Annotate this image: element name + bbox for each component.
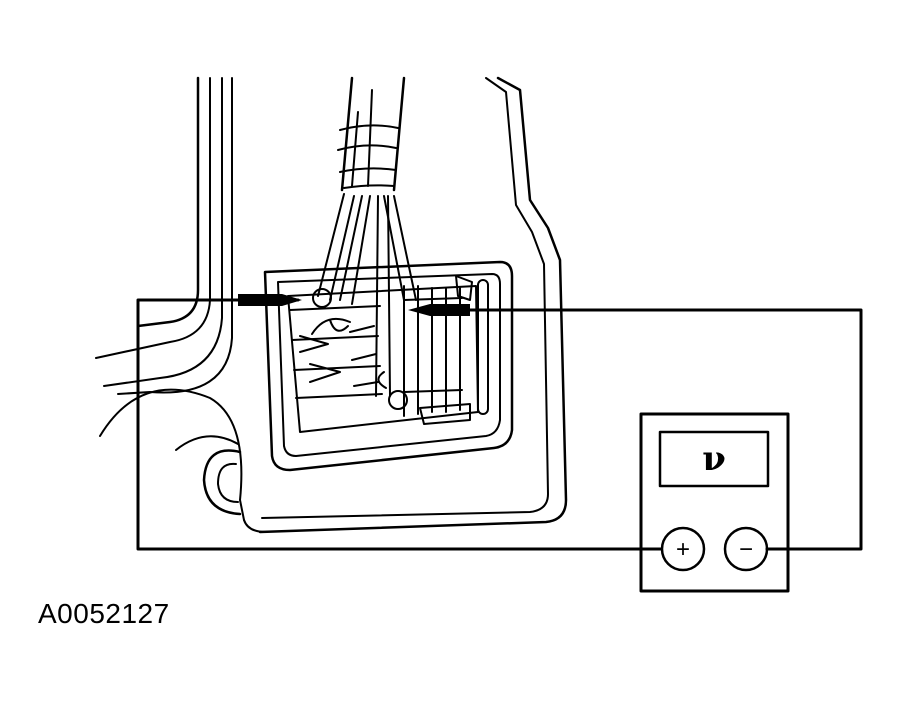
voltmeter-display-symbol: ν <box>702 439 726 479</box>
negative-terminal <box>723 526 769 572</box>
figure-reference-code: A0052127 <box>38 598 170 629</box>
negative-terminal-label: − <box>739 536 753 563</box>
positive-terminal-label: + <box>676 536 690 563</box>
component-housing <box>95 76 568 534</box>
voltmeter-display <box>658 430 770 488</box>
voltmeter: ν + − <box>639 412 790 593</box>
connector <box>263 260 514 472</box>
probe-arrows <box>238 294 470 316</box>
wire-harness <box>311 76 417 410</box>
right-probe-arrow <box>408 304 470 316</box>
test-circuit <box>136 298 863 551</box>
left-probe-arrow <box>238 294 302 306</box>
positive-terminal <box>660 526 706 572</box>
